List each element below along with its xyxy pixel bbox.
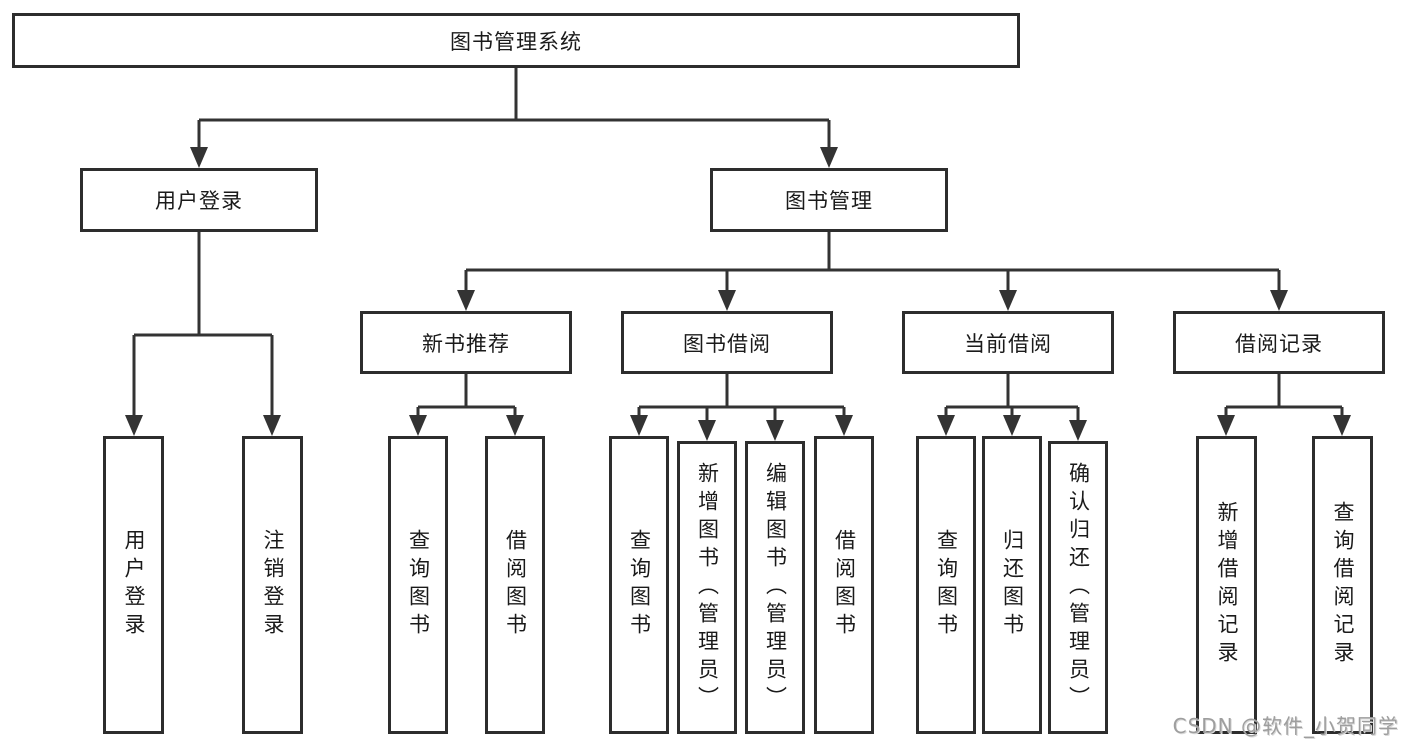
node-label: 确认归还（管理员） [1066, 461, 1091, 714]
node-leaf-borrow-add-book: 新增图书（管理员） [677, 441, 737, 734]
node-leaf-recommend-borrow-book: 借阅图书 [485, 436, 545, 734]
node-borrow-record: 借阅记录 [1173, 311, 1385, 374]
node-leaf-record-add: 新增借阅记录 [1196, 436, 1257, 734]
node-label: 查询图书 [406, 529, 431, 641]
node-leaf-current-confirm-return: 确认归还（管理员） [1048, 441, 1108, 734]
node-label: 新书推荐 [422, 331, 510, 356]
node-leaf-recommend-query-book: 查询图书 [388, 436, 448, 734]
node-label: 归还图书 [1000, 529, 1025, 641]
csdn-watermark: CSDN @软件_小贺同学 [1172, 714, 1399, 738]
node-user-login: 用户登录 [80, 168, 318, 232]
node-label: 图书管理 [785, 189, 873, 213]
node-leaf-user-login: 用户登录 [103, 436, 164, 734]
node-leaf-logout: 注销登录 [242, 436, 303, 734]
node-label: 新增图书（管理员） [695, 461, 720, 714]
node-label: 借阅图书 [503, 529, 528, 641]
node-label: 注销登录 [261, 529, 285, 641]
node-label: 借阅图书 [832, 529, 857, 641]
node-label: 借阅记录 [1235, 331, 1323, 356]
node-leaf-borrow-borrow-book: 借阅图书 [814, 436, 874, 734]
node-leaf-record-query: 查询借阅记录 [1312, 436, 1373, 734]
node-leaf-borrow-query-book: 查询图书 [609, 436, 669, 734]
node-new-book-recommend: 新书推荐 [360, 311, 572, 374]
node-library-system: 图书管理系统 [12, 13, 1020, 68]
node-label: 图书管理系统 [450, 29, 582, 54]
node-label: 编辑图书（管理员） [763, 461, 788, 714]
node-label: 用户登录 [122, 529, 146, 641]
node-book-borrow: 图书借阅 [621, 311, 833, 374]
node-label: 查询图书 [934, 529, 959, 641]
node-label: 查询图书 [627, 529, 652, 641]
node-leaf-current-return-book: 归还图书 [982, 436, 1042, 734]
node-leaf-current-query-book: 查询图书 [916, 436, 976, 734]
node-current-borrow: 当前借阅 [902, 311, 1114, 374]
node-label: 新增借阅记录 [1215, 501, 1239, 669]
node-book-management: 图书管理 [710, 168, 948, 232]
node-leaf-borrow-edit-book: 编辑图书（管理员） [745, 441, 805, 734]
node-label: 用户登录 [155, 189, 243, 213]
node-label: 当前借阅 [964, 331, 1052, 356]
node-label: 图书借阅 [683, 331, 771, 356]
node-label: 查询借阅记录 [1331, 501, 1355, 669]
